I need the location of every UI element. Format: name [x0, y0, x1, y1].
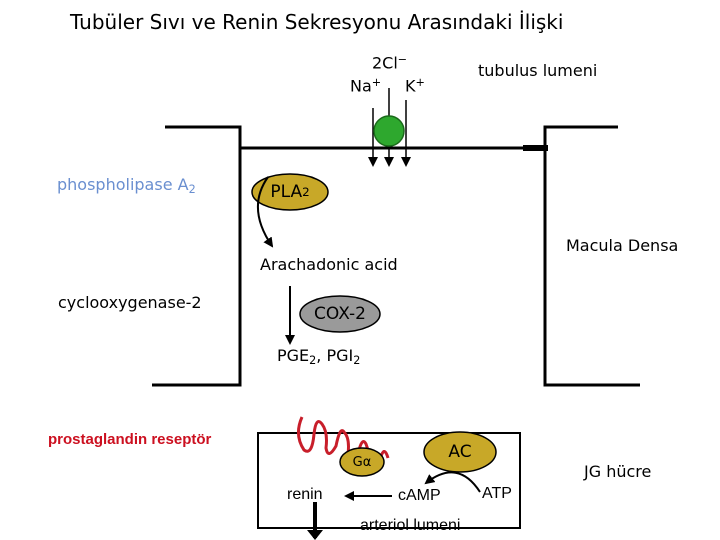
- cyclooxygenase-label: cyclooxygenase-2: [58, 293, 202, 312]
- pla2-arrow: [256, 176, 274, 248]
- potassium-label: K+: [405, 76, 425, 96]
- atp-label: ATP: [482, 485, 512, 502]
- adenylate-cyclase: [423, 431, 497, 473]
- g-alpha-label: Gα: [352, 454, 372, 470]
- phospholipase-label: phospholipase A2: [57, 175, 196, 196]
- macula-densa-cell: [152, 125, 640, 387]
- jg-cell: [257, 432, 521, 529]
- prostaglandin-receptor-label: prostaglandin reseptör: [48, 431, 212, 448]
- ac-label: AC: [448, 442, 472, 462]
- g-alpha-protein: [339, 447, 385, 477]
- transporter-channel: [373, 115, 405, 147]
- camp-label: cAMP: [398, 487, 441, 504]
- renin-label: renin: [287, 486, 323, 503]
- prostaglandin-label: PGE2, PGI2: [277, 346, 361, 367]
- arteriol-lumen-label: arteriol lumeni: [360, 517, 461, 534]
- cox2-label: COX-2: [314, 304, 366, 324]
- atp-to-camp-arrow: [424, 471, 481, 493]
- cox2-enzyme: [299, 295, 381, 333]
- macula-densa-label: Macula Densa: [566, 236, 679, 255]
- pla2-enzyme: [251, 173, 329, 211]
- renin-secretion-arrowhead: [307, 530, 323, 540]
- page-title: Tubüler Sıvı ve Renin Sekresyonu Arasınd…: [70, 10, 564, 34]
- tubulus-lumen-label: tubulus lumeni: [478, 61, 598, 80]
- sodium-label: Na+: [350, 76, 382, 96]
- arachidonic-acid-label: Arachadonic acid: [260, 255, 398, 274]
- jg-cell-label: JG hücre: [584, 462, 652, 481]
- chloride-label: 2Cl−: [372, 53, 408, 73]
